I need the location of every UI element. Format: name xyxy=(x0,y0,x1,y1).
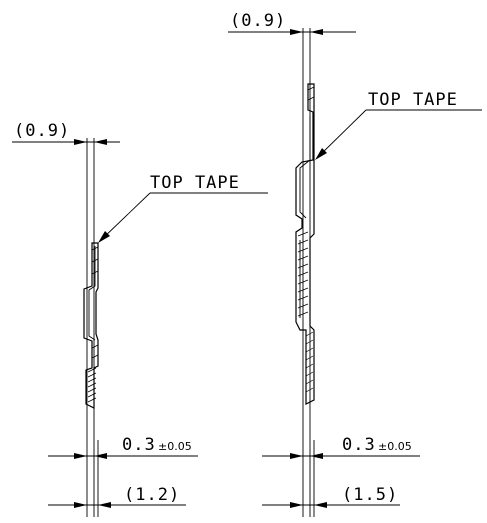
right-bottom-arrow-right xyxy=(314,502,327,508)
left-top-dimension: (0.9) xyxy=(14,121,70,141)
right-leader-arrow xyxy=(315,148,327,160)
left-view: (0.9) TOP TAPE xyxy=(12,121,268,517)
left-top-tape-label: TOP TAPE xyxy=(150,173,240,193)
right-leader-line xyxy=(317,109,367,158)
left-bottom-arrow-left xyxy=(74,502,87,508)
left-top-dim-arrow-left xyxy=(74,139,87,145)
right-top-dim-arrow-left xyxy=(290,29,303,35)
right-thickness-arrow-right xyxy=(310,453,323,459)
left-thickness-value: 0.3 xyxy=(122,435,156,455)
right-thickness-arrow-left xyxy=(290,453,303,459)
left-thickness-tolerance: ±0.05 xyxy=(158,440,192,453)
right-bottom-dimension: (1.5) xyxy=(342,485,398,505)
left-leader-line xyxy=(100,192,151,241)
left-bottom-arrow-right xyxy=(98,502,111,508)
right-thickness-tolerance: ±0.05 xyxy=(378,440,412,453)
left-top-dim-arrow-right xyxy=(94,139,107,145)
right-bottom-arrow-left xyxy=(290,502,303,508)
left-thickness-arrow-left xyxy=(74,453,87,459)
right-thickness-value: 0.3 xyxy=(342,435,376,455)
right-top-dimension: (0.9) xyxy=(230,11,286,31)
left-thickness-arrow-right xyxy=(94,453,107,459)
right-tape-profile xyxy=(295,83,315,405)
left-bottom-dimension: (1.2) xyxy=(124,485,180,505)
left-tape-profile xyxy=(83,242,99,409)
right-view: (0.9) xyxy=(228,11,482,517)
right-top-tape-label: TOP TAPE xyxy=(368,90,458,110)
right-top-dim-arrow-right xyxy=(310,29,323,35)
left-leader-arrow xyxy=(98,231,110,243)
